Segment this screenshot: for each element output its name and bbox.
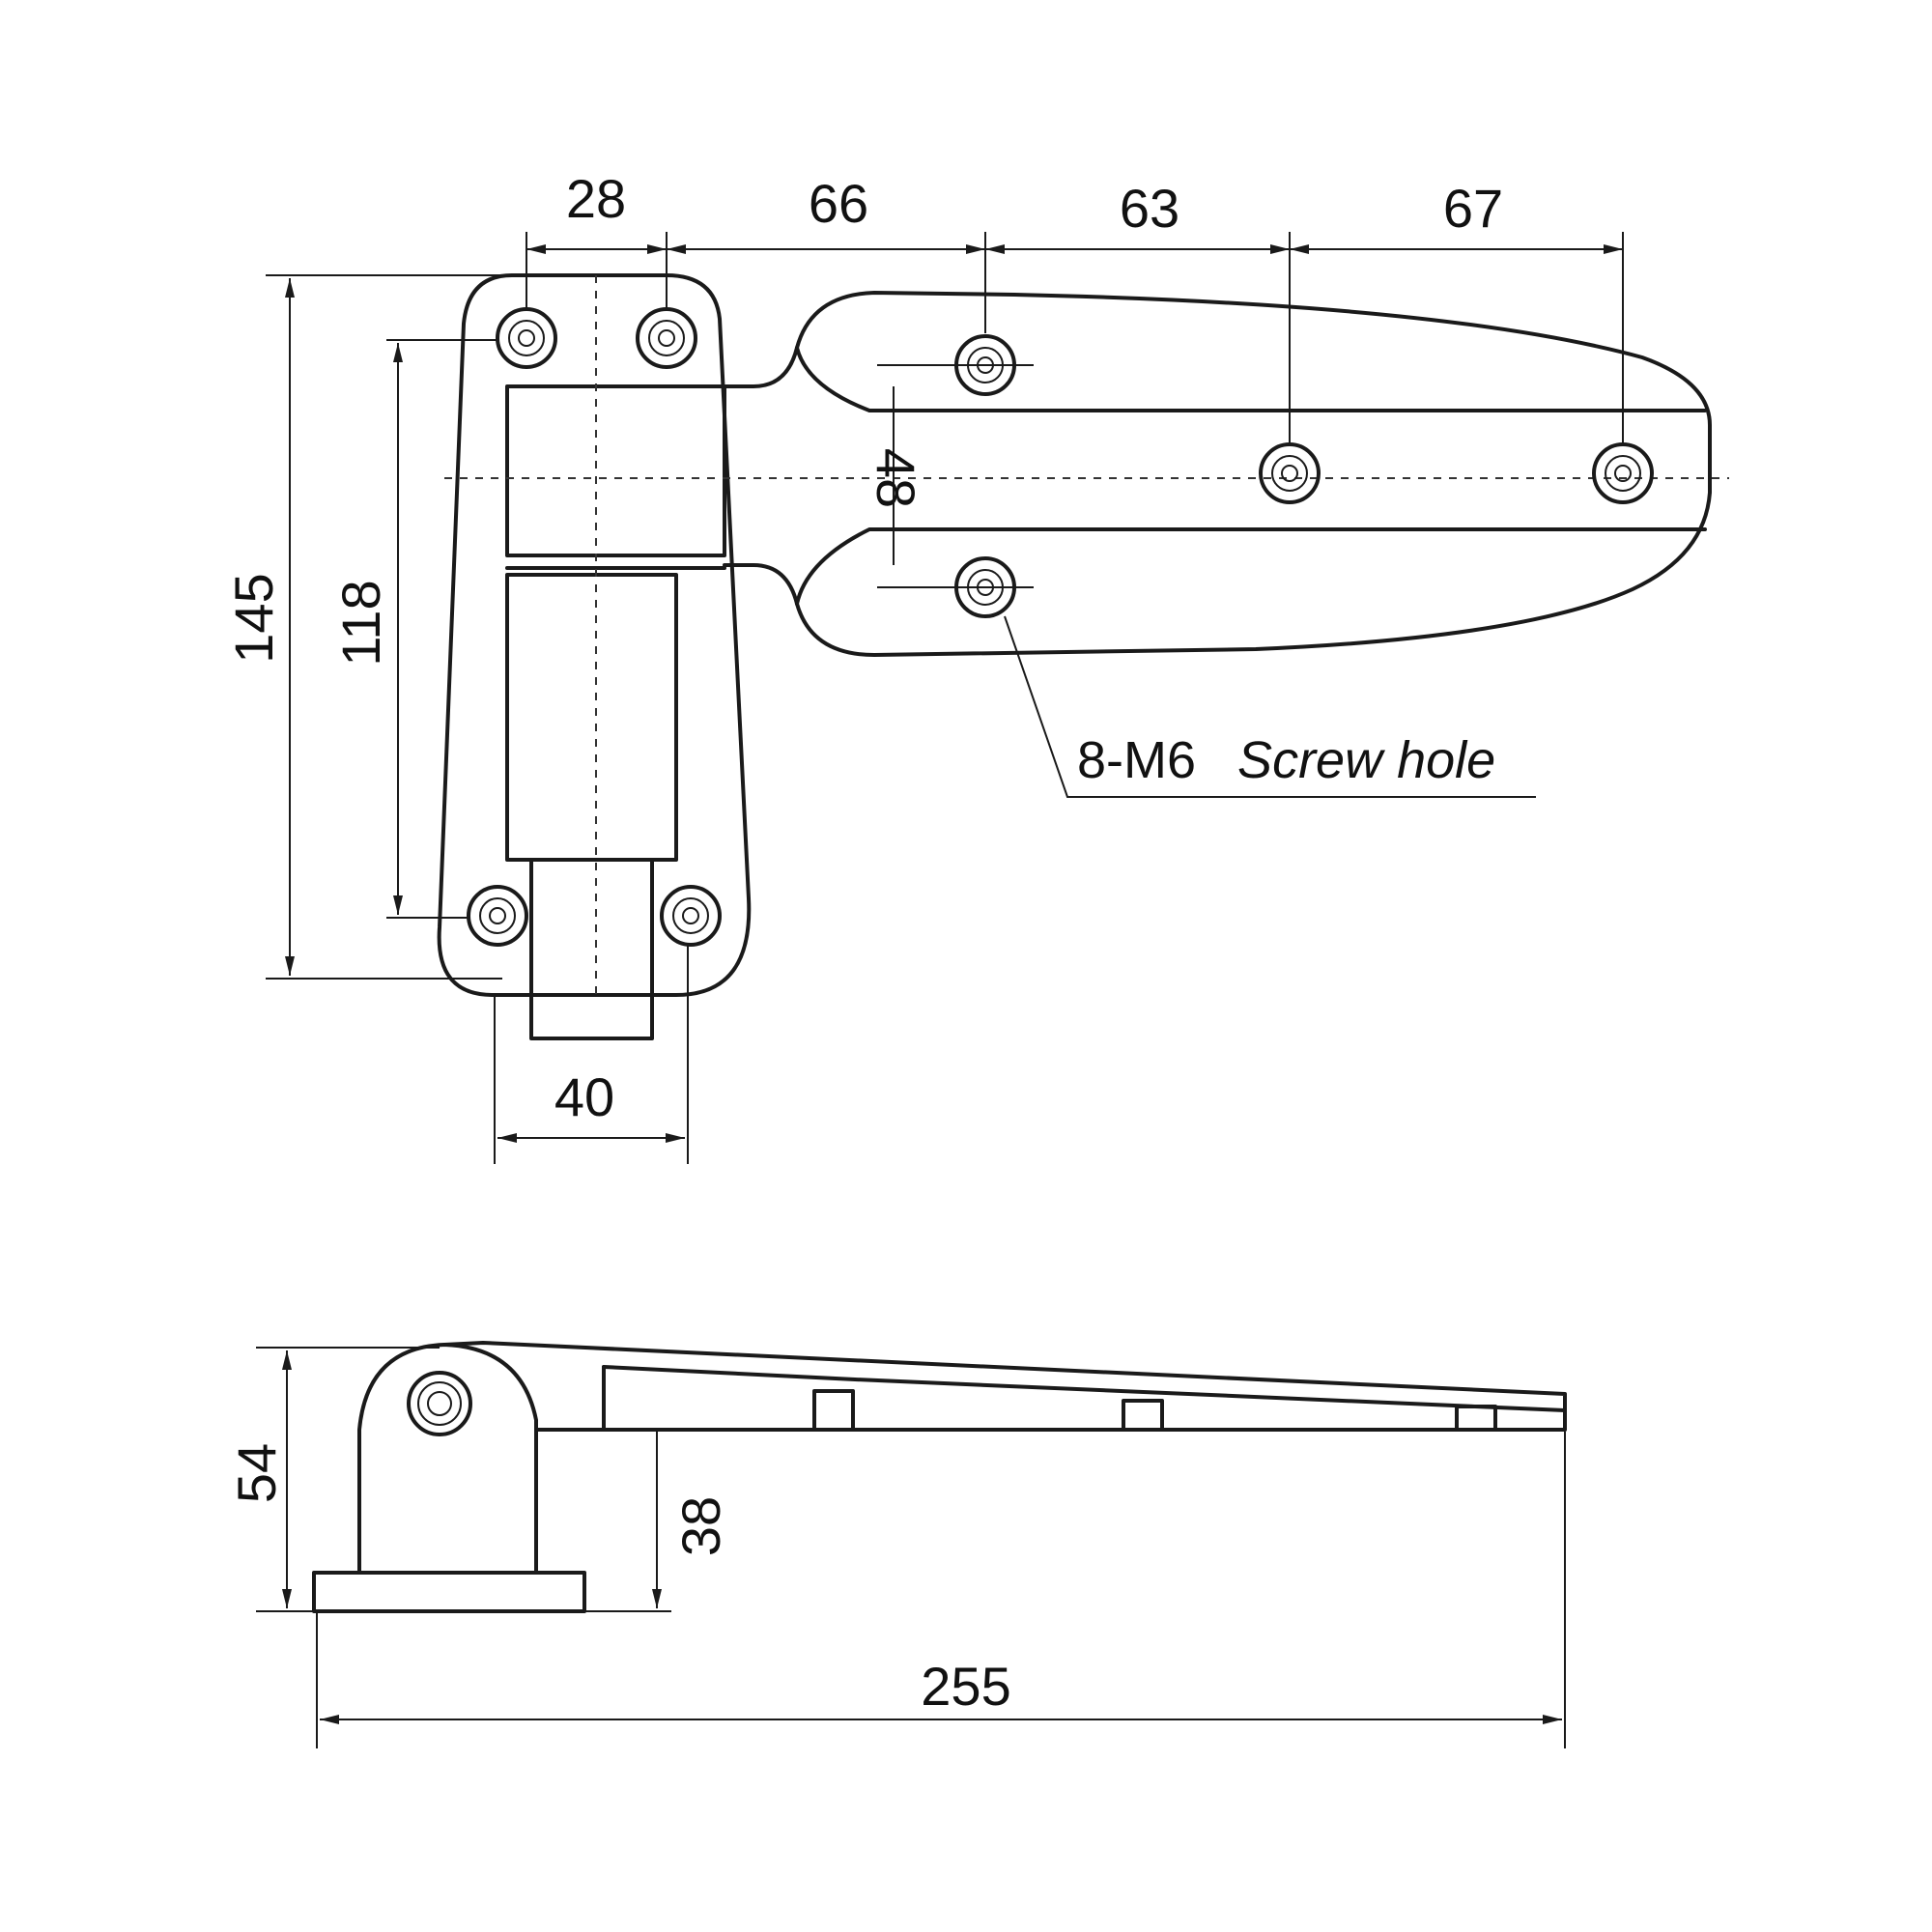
screw-hole [660,885,722,947]
dim-text-54: 54 [226,1443,287,1503]
dim-text-66: 66 [809,173,868,234]
top-view: 28 66 63 67 145 118 48 40 8-M6 Screw hol… [223,168,1729,1164]
strap-arm-outline [723,291,1712,657]
dim-text-255: 255 [921,1656,1010,1717]
dim-text-40: 40 [554,1066,614,1127]
side-pivot-pin [407,1371,472,1436]
dim-text-67: 67 [1443,178,1503,239]
bottom-tab [529,858,654,1040]
side-base-plate [312,1571,586,1613]
screw-hole [467,885,528,947]
upper-pivot-block [505,384,726,557]
screw-hole [1259,442,1321,504]
dim-text-63: 63 [1120,178,1179,239]
dim-text-28: 28 [566,168,626,229]
side-strap-arm [442,1341,1567,1432]
side-screw-boss [812,1389,855,1432]
screw-hole [636,307,697,369]
side-view: 54 38 255 [226,1341,1567,1748]
callout-text: 8-M6 Screw hole [1077,731,1495,789]
screw-hole [1592,442,1654,504]
dim-text-145: 145 [223,573,284,663]
side-pivot-boss [357,1343,538,1575]
dim-text-118: 118 [330,580,391,666]
callout-label: Screw hole [1237,731,1495,789]
dim-text-38: 38 [670,1496,731,1556]
screw-hole [496,307,557,369]
callout-prefix: 8-M6 [1077,731,1196,789]
lower-pivot-block [505,573,678,862]
dim-text-48: 48 [866,448,926,508]
base-plate-outline [437,273,752,997]
side-screw-boss [1122,1399,1164,1432]
callout-leader [1004,615,1536,798]
side-screw-boss [1455,1405,1497,1432]
